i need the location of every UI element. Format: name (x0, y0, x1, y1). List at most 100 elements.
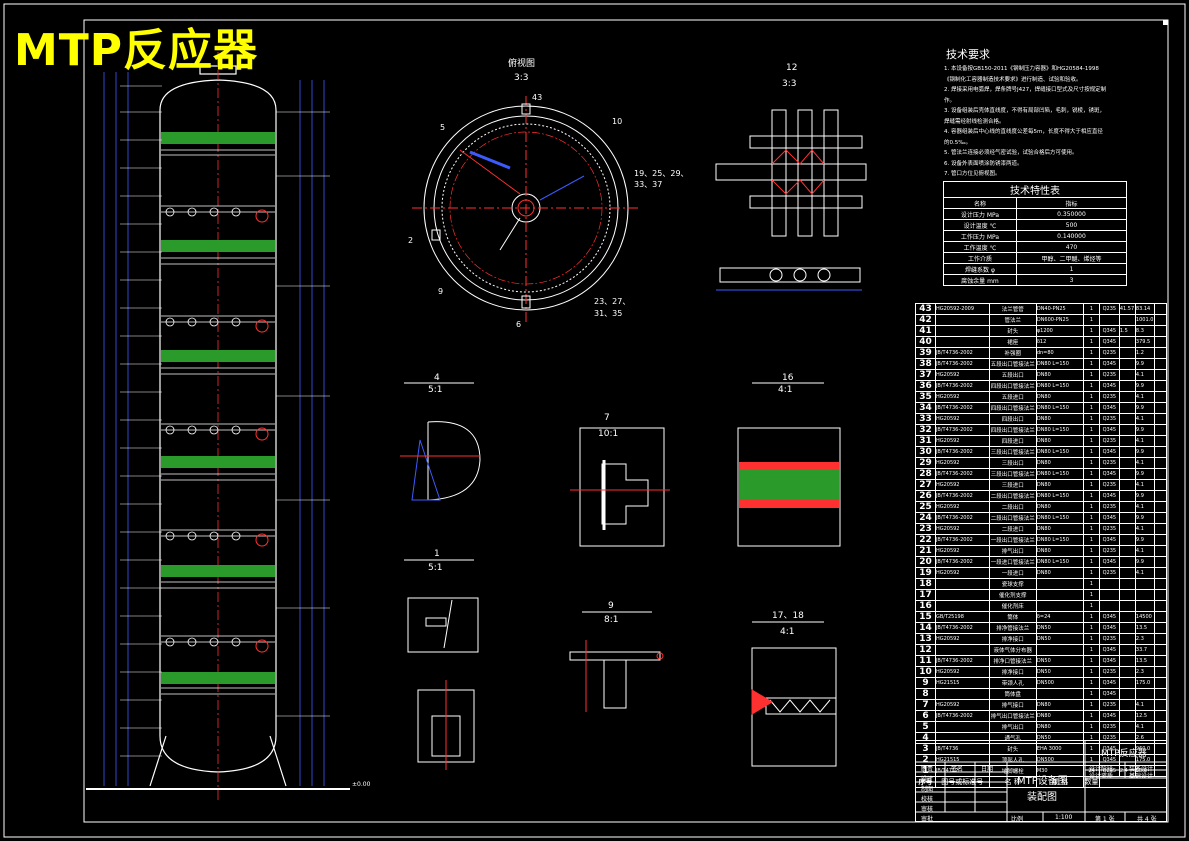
bom-cell-w2: 1001.0 (1134, 314, 1156, 326)
bom-cell-spec: DN50 (1035, 622, 1085, 634)
bom-cell-q: 1 (1083, 567, 1100, 579)
bom-cell-mat: Q345 (1098, 446, 1120, 458)
callout-23: 23、27、 (594, 297, 630, 306)
bom-cell-mat: Q345 (1098, 622, 1120, 634)
bom-cell-no: 38 (915, 358, 936, 370)
callout-6: 6 (516, 320, 521, 329)
bom-cell-w2: 9.9 (1134, 380, 1156, 392)
bom-cell-q: 1 (1083, 556, 1100, 568)
bom-cell-code: JB/T4736-2002 (934, 556, 990, 568)
bom-cell-remark (1154, 457, 1167, 469)
bom-cell-remark (1154, 677, 1167, 689)
bom-cell-w2 (1134, 578, 1156, 590)
bom-cell-mat: Q345 (1098, 512, 1120, 524)
bom-cell-w2: 4.1 (1134, 413, 1156, 425)
bom-cell-no: 34 (915, 402, 936, 414)
bom-cell-mat (1098, 589, 1120, 601)
bom-cell-w1: 41.57 (1118, 303, 1136, 315)
tech-spec-key: 焊缝系数 φ (943, 263, 1017, 275)
bom-cell-w2: 4.1 (1134, 501, 1156, 513)
bom-cell-w2: 83.14 (1134, 303, 1156, 315)
title-block-role: 职责 (921, 766, 934, 773)
bom-cell-q: 1 (1083, 523, 1100, 535)
bom-cell-mat: Q235 (1098, 523, 1120, 535)
bom-cell-w1 (1118, 666, 1136, 678)
bom-cell-name: 裙座 (988, 336, 1037, 348)
bom-cell-w1 (1118, 677, 1136, 689)
bom-cell-w2: 9.9 (1134, 512, 1156, 524)
bom-cell-mat: Q235 (1098, 457, 1120, 469)
side-manholes (255, 209, 269, 653)
bom-cell-code: HG20592 (934, 567, 990, 579)
bom-cell-q: 1 (1083, 391, 1100, 403)
bom-cell-name: 筒体 (988, 611, 1037, 623)
bom-cell-q: 1 (1083, 633, 1100, 645)
bom-cell-remark (1154, 446, 1167, 458)
bom-cell-no: 23 (915, 523, 936, 535)
bom-cell-name: 排净管接法兰 (988, 622, 1037, 634)
detail-7-title: 7 (604, 413, 610, 423)
bom-cell-code: JB/T4736-2002 (934, 490, 990, 502)
bom-cell-q: 1 (1083, 303, 1100, 315)
bom-cell-mat: Q345 (1098, 534, 1120, 546)
bom-cell-w2: 9.9 (1134, 468, 1156, 480)
bom-cell-remark (1154, 501, 1167, 513)
bom-cell-w2: 4.1 (1134, 523, 1156, 535)
bom-cell-mat: Q345 (1098, 644, 1120, 656)
bom-cell-spec: DN80 L=150 (1035, 358, 1085, 370)
bom-cell-name: 液体气体分布器 (988, 644, 1037, 656)
leader-lines (120, 85, 330, 757)
bom-cell-w2: 9.9 (1134, 424, 1156, 436)
view-12-scale: 3:3 (782, 79, 796, 89)
bom-cell-spec: DN80 L=150 (1035, 446, 1085, 458)
bom-cell-w2: 2.3 (1134, 666, 1156, 678)
bom-cell-w2: 4.1 (1134, 479, 1156, 491)
bom-cell-code: HG20592 (934, 391, 990, 403)
bom-cell-q: 1 (1083, 578, 1100, 590)
bom-cell-mat: Q345 (1098, 490, 1120, 502)
bom-cell-no: 40 (915, 336, 936, 348)
bom-cell-spec: DN80 L=150 (1035, 468, 1085, 480)
bom-cell-code: HG20592 (934, 479, 990, 491)
bom-cell-w1 (1118, 699, 1136, 711)
bom-cell-no: 28 (915, 468, 936, 480)
bom-cell-remark (1154, 358, 1167, 370)
detail-9-scale: 8:1 (604, 615, 618, 625)
bom-cell-mat: Q345 (1098, 424, 1120, 436)
bom-cell-remark (1154, 336, 1167, 348)
bom-cell-q: 1 (1083, 622, 1100, 634)
bom-cell-no: 32 (915, 424, 936, 436)
view-12-distributor (715, 109, 867, 291)
bom-cell-no: 7 (915, 699, 936, 711)
bom-cell-w1 (1118, 534, 1136, 546)
bom-cell-q: 1 (1083, 369, 1100, 381)
bom-cell-q: 1 (1083, 413, 1100, 425)
bom-cell-spec: DN80 (1035, 435, 1085, 447)
bom-cell-spec: DN600-PN25 (1035, 314, 1085, 326)
bom-cell-remark (1154, 435, 1167, 447)
bom-cell-name: 补强圈 (988, 347, 1037, 359)
bom-cell-mat: Q345 (1098, 402, 1120, 414)
bom-cell-mat (1098, 314, 1120, 326)
bom-cell-remark (1154, 347, 1167, 359)
top-view-title: 俯视图 (508, 57, 535, 69)
bom-cell-spec: DN40-PN25 (1035, 303, 1085, 315)
detail-7 (570, 427, 670, 547)
bom-cell-q: 1 (1083, 534, 1100, 546)
bom-cell-q: 1 (1083, 501, 1100, 513)
callout-9: 9 (438, 287, 443, 296)
bom-cell-mat: Q235 (1098, 633, 1120, 645)
bom-cell-mat: Q235 (1098, 347, 1120, 359)
top-view-scale: 3:3 (514, 73, 528, 83)
bom-cell-w1 (1118, 391, 1136, 403)
bom-cell-mat: Q235 (1098, 501, 1120, 513)
callout-10: 10 (612, 117, 622, 126)
